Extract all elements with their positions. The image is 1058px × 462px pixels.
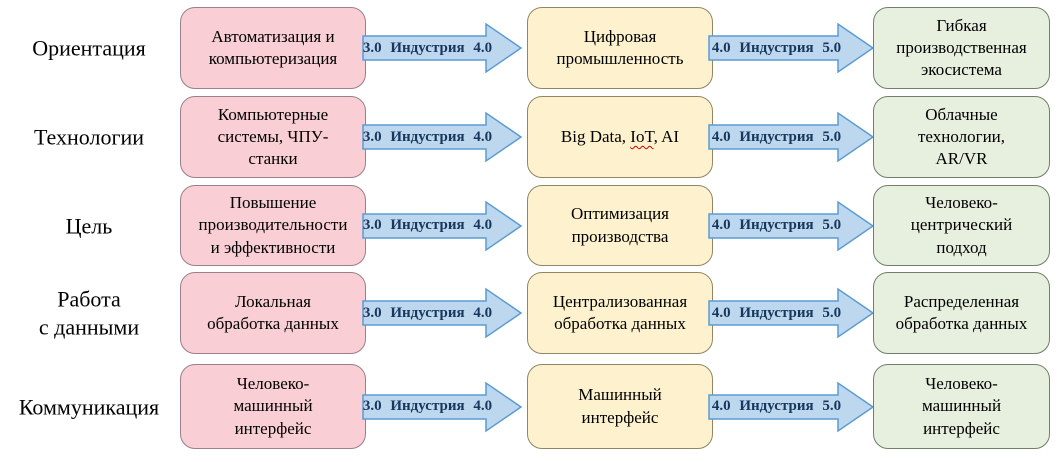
industry-5-box: Человеко- центрический подход	[873, 185, 1050, 266]
box-text: Компьютерные системы, ЧПУ- станки	[217, 104, 329, 169]
box-text: Человеко- машинный интерфейс	[921, 374, 1002, 438]
arrow-label: 4.0 Индустрия 5.0	[711, 304, 842, 321]
right-arrow-icon	[362, 22, 523, 74]
industry-3-box: Компьютерные системы, ЧПУ- станки	[180, 96, 366, 178]
right-arrow-icon	[708, 22, 875, 74]
industry-4-box: Машинный интерфейс	[527, 364, 713, 449]
arrow-3-to-4: 3.0 Индустрия 4.0	[362, 111, 523, 163]
arrow-4-to-5: 4.0 Индустрия 5.0	[708, 381, 875, 433]
industry-5-box: Гибкая производственная экосистема	[873, 7, 1050, 89]
diagram-row-technologies: Технологии Компьютерные системы, ЧПУ- ст…	[0, 96, 1058, 178]
box-text: Автоматизация и компьютеризация	[208, 26, 338, 68]
right-arrow-icon	[708, 381, 875, 432]
diagram-row-orientation: Ориентация Автоматизация и компьютеризац…	[0, 7, 1058, 89]
row-label: Коммуникация	[18, 393, 160, 419]
arrow-3-to-4: 3.0 Индустрия 4.0	[362, 22, 523, 74]
industry-3-box: Автоматизация и компьютеризация	[180, 7, 366, 89]
diagram-row-data-handling: Работа с данными Локальная обработка дан…	[0, 272, 1058, 354]
box-text: Человеко- машинный интерфейс	[233, 374, 313, 438]
right-arrow-icon	[362, 200, 523, 251]
industry-5-box: Человеко- машинный интерфейс	[873, 364, 1050, 449]
box-text: Человеко- центрический подход	[910, 193, 1013, 257]
box-text: Big Data, IoT, AI	[561, 126, 679, 148]
arrow-label: 3.0 Индустрия 4.0	[362, 304, 493, 321]
right-arrow-icon	[708, 200, 875, 251]
industry-3-box: Повышение производительности и эффективн…	[180, 185, 366, 266]
arrow-label: 3.0 Индустрия 4.0	[362, 217, 493, 233]
arrow-label: 4.0 Индустрия 5.0	[711, 398, 842, 414]
industry-4-box: Big Data, IoT, AI	[527, 96, 713, 178]
arrow-3-to-4: 3.0 Индустрия 4.0	[362, 200, 523, 252]
diagram-row-communication: Коммуникация Человеко- машинный интерфей…	[0, 364, 1058, 449]
arrow-label: 4.0 Индустрия 5.0	[711, 128, 842, 145]
box-text-part: , AI	[653, 126, 680, 146]
arrow-label: 3.0 Индустрия 4.0	[362, 128, 493, 145]
box-text: Облачные технологии, AR/VR	[917, 104, 1006, 169]
right-arrow-icon	[362, 111, 523, 163]
box-text: Машинный интерфейс	[578, 385, 662, 427]
industry-3-box: Локальная обработка данных	[180, 272, 366, 354]
row-label: Работа с данными	[38, 286, 140, 340]
box-text: Гибкая производственная экосистема	[896, 15, 1027, 80]
box-text: Локальная обработка данных	[207, 291, 339, 333]
industry-5-box: Распределенная обработка данных	[873, 272, 1050, 354]
right-arrow-icon	[708, 287, 875, 339]
box-text-part: Big Data,	[560, 126, 631, 146]
arrow-3-to-4: 3.0 Индустрия 4.0	[362, 287, 523, 339]
arrow-3-to-4: 3.0 Индустрия 4.0	[362, 381, 523, 433]
arrow-label: 4.0 Индустрия 5.0	[711, 217, 842, 233]
box-text: Повышение производительности и эффективн…	[198, 193, 348, 257]
arrow-4-to-5: 4.0 Индустрия 5.0	[708, 287, 875, 339]
arrow-label: 3.0 Индустрия 4.0	[362, 398, 493, 414]
row-label: Технологии	[33, 124, 145, 150]
box-text: Цифровая промышленность	[556, 26, 684, 68]
box-text: Оптимизация производства	[570, 204, 670, 246]
industry-3-box: Человеко- машинный интерфейс	[180, 364, 366, 449]
box-text: Распределенная обработка данных	[895, 291, 1028, 333]
arrow-label: 4.0 Индустрия 5.0	[711, 39, 842, 56]
spellcheck-underlined-word: IoT	[630, 126, 654, 146]
arrow-4-to-5: 4.0 Индустрия 5.0	[708, 200, 875, 252]
right-arrow-icon	[362, 287, 523, 339]
right-arrow-icon	[362, 381, 523, 432]
arrow-4-to-5: 4.0 Индустрия 5.0	[708, 22, 875, 74]
industry-4-box: Цифровая промышленность	[527, 7, 713, 89]
industry-4-box: Централизованная обработка данных	[527, 272, 713, 354]
diagram-row-goal: Цель Повышение производительности и эффе…	[0, 185, 1058, 266]
industry-4-box: Оптимизация производства	[527, 185, 713, 266]
industry-5-box: Облачные технологии, AR/VR	[873, 96, 1050, 178]
right-arrow-icon	[708, 111, 875, 163]
box-text: Централизованная обработка данных	[552, 291, 688, 333]
row-label: Ориентация	[32, 35, 146, 61]
row-label: Цель	[65, 212, 113, 238]
arrow-4-to-5: 4.0 Индустрия 5.0	[708, 111, 875, 163]
arrow-label: 3.0 Индустрия 4.0	[362, 39, 493, 56]
